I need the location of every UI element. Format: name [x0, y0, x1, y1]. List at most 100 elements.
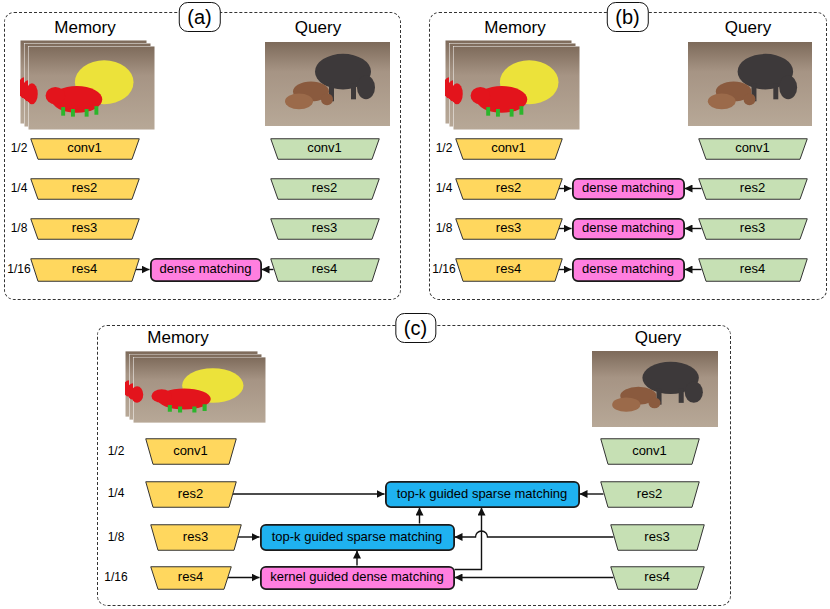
- arrow-connector: [136, 269, 150, 270]
- block-outline: [385, 481, 578, 506]
- scale-label: 1/8: [436, 222, 453, 235]
- memory-encoder-block: res3: [30, 218, 140, 240]
- block-outline: [698, 258, 807, 281]
- scale-label: 1/16: [104, 571, 127, 584]
- block-label: res3: [312, 221, 337, 235]
- block-label: kernel guided dense matching: [270, 570, 443, 584]
- arrow-connector: [455, 508, 482, 570]
- arrow-connector: [455, 577, 614, 578]
- block-outline: [150, 524, 241, 550]
- block-outline: [455, 178, 562, 199]
- block-outline: [145, 438, 236, 464]
- arrow-connector: [685, 228, 702, 229]
- memory-encoder-block: conv1: [30, 138, 140, 160]
- panel-heading: Query: [635, 329, 681, 348]
- scale-label: 1/2: [108, 445, 125, 458]
- block-label: res2: [740, 181, 765, 195]
- query-encoder-block: res2: [600, 481, 700, 508]
- arrow-connector: [559, 188, 572, 189]
- arrow-connector: [455, 531, 614, 537]
- block-outline: [30, 218, 139, 239]
- panel-heading: Query: [295, 19, 341, 38]
- memory-encoder-block: conv1: [145, 438, 237, 465]
- query-encoder-block: res3: [270, 218, 380, 240]
- block-label: res2: [72, 181, 97, 195]
- block-outline: [270, 258, 379, 281]
- block-label: res3: [740, 221, 765, 235]
- block-outline: [572, 218, 683, 238]
- query-frame: [265, 42, 390, 126]
- block-label: res2: [496, 181, 521, 195]
- panel-tag: (c): [395, 313, 436, 343]
- scale-label: 1/2: [11, 142, 28, 155]
- block-outline: [455, 138, 562, 159]
- arrow-connector: [238, 536, 260, 537]
- block-label: conv1: [735, 141, 770, 155]
- memory-encoder-block: res4: [455, 258, 563, 282]
- block-outline: [698, 218, 807, 239]
- arrow-connector: [685, 269, 702, 270]
- block-outline: [270, 218, 379, 239]
- block-outline: [600, 438, 699, 464]
- scale-label: 1/16: [432, 263, 455, 276]
- dense-matching-box: dense matching: [150, 258, 262, 282]
- dense-matching-box: dense matching: [572, 258, 685, 282]
- block-label: res4: [312, 262, 337, 276]
- block-label: res3: [183, 530, 208, 544]
- block-label: res4: [740, 262, 765, 276]
- block-label: conv1: [307, 141, 342, 155]
- arrow-connector: [559, 269, 572, 270]
- scale-label: 1/8: [108, 531, 125, 544]
- block-label: dense matching: [582, 221, 674, 235]
- arrow-connector: [685, 188, 702, 189]
- panel-outline: (b)conv1conv1res2dense matchingres2res3d…: [429, 12, 827, 300]
- block-label: res4: [644, 570, 669, 584]
- scale-label: 1/8: [11, 222, 28, 235]
- memory-encoder-block: conv1: [455, 138, 563, 160]
- block-outline: [610, 524, 704, 550]
- panel-outline: (c)conv1conv1res2top-k guided sparse mat…: [97, 325, 731, 606]
- memory-encoder-block: res4: [30, 258, 140, 282]
- query-encoder-block: conv1: [600, 438, 700, 465]
- block-label: res3: [496, 221, 521, 235]
- arrow-connector: [559, 228, 572, 229]
- block-outline: [270, 138, 379, 159]
- memory-frame: [451, 46, 580, 130]
- arrow-connector: [356, 551, 357, 566]
- block-outline: [455, 218, 562, 239]
- block-label: res3: [644, 530, 669, 544]
- block-outline: [30, 258, 139, 281]
- query-encoder-block: res3: [610, 524, 705, 551]
- block-label: res2: [637, 487, 662, 501]
- dense-matching-box: kernel guided dense matching: [260, 566, 455, 590]
- block-label: dense matching: [582, 181, 674, 195]
- block-outline: [145, 481, 236, 507]
- scale-label: 1/4: [108, 487, 125, 500]
- panel-outline: (a)conv1conv1res2res2res3res3res4dense m…: [4, 12, 401, 300]
- arrow-connector: [580, 493, 604, 494]
- block-label: res4: [72, 262, 97, 276]
- block-outline: [150, 258, 260, 280]
- block-label: conv1: [173, 444, 208, 458]
- query-frame: [688, 42, 812, 126]
- query-encoder-block: conv1: [270, 138, 380, 160]
- block-outline: [30, 138, 139, 159]
- query-encoder-block: res2: [698, 178, 808, 200]
- block-outline: [572, 178, 683, 198]
- block-outline: [610, 566, 704, 589]
- block-label: top-k guided sparse matching: [272, 530, 443, 544]
- memory-encoder-block: res2: [30, 178, 140, 200]
- block-label: res4: [178, 570, 203, 584]
- block-outline: [455, 258, 562, 281]
- block-label: res2: [312, 181, 337, 195]
- block-label: dense matching: [582, 262, 674, 276]
- block-label: top-k guided sparse matching: [397, 487, 568, 501]
- block-label: dense matching: [160, 262, 252, 276]
- block-outline: [600, 481, 699, 507]
- block-label: res4: [496, 262, 521, 276]
- memory-encoder-block: res4: [150, 566, 232, 590]
- panel-tag: (a): [178, 2, 220, 32]
